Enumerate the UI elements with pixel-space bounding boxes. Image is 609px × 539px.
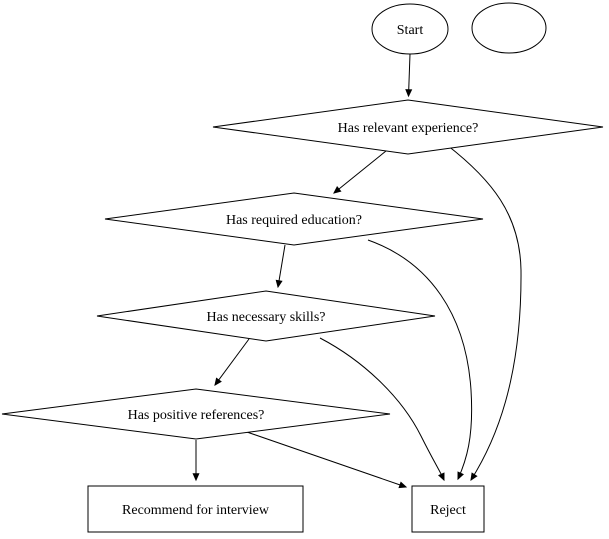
education-label: Has required education? <box>226 213 362 228</box>
recommend-label: Recommend for interview <box>122 503 270 518</box>
skills-label: Has necessary skills? <box>207 310 326 325</box>
edge-skills-to-reject <box>319 337 445 482</box>
blank-ellipse <box>471 2 547 54</box>
node-blank <box>471 2 547 54</box>
edge-skills-to-references <box>214 338 250 386</box>
edge-references-to-reject <box>243 430 408 489</box>
recommend-box <box>87 485 304 533</box>
edge-education-to-reject <box>367 239 473 481</box>
start-label: Start <box>397 23 424 38</box>
experience-diamond <box>212 99 604 155</box>
node-skills: Has necessary skills? <box>96 290 436 342</box>
reject-box <box>411 485 485 533</box>
node-recommend: Recommend for interview <box>87 485 304 533</box>
references-diamond <box>1 388 391 440</box>
node-references: Has positive references? <box>1 388 391 440</box>
edge-start-to-experience <box>405 53 413 98</box>
edge-education-to-skills <box>275 244 286 289</box>
node-reject: Reject <box>411 485 485 533</box>
node-experience: Has relevant experience? <box>212 99 604 155</box>
reject-label: Reject <box>430 503 466 518</box>
edge-experience-to-reject <box>446 144 522 482</box>
education-diamond <box>104 192 484 246</box>
edge-layer <box>192 53 522 489</box>
node-start: Start <box>371 3 449 55</box>
edge-experience-to-education <box>333 150 387 194</box>
skills-diamond <box>96 290 436 342</box>
references-label: Has positive references? <box>128 408 265 423</box>
start-ellipse <box>371 3 449 55</box>
experience-label: Has relevant experience? <box>338 121 479 136</box>
node-education: Has required education? <box>104 192 484 246</box>
